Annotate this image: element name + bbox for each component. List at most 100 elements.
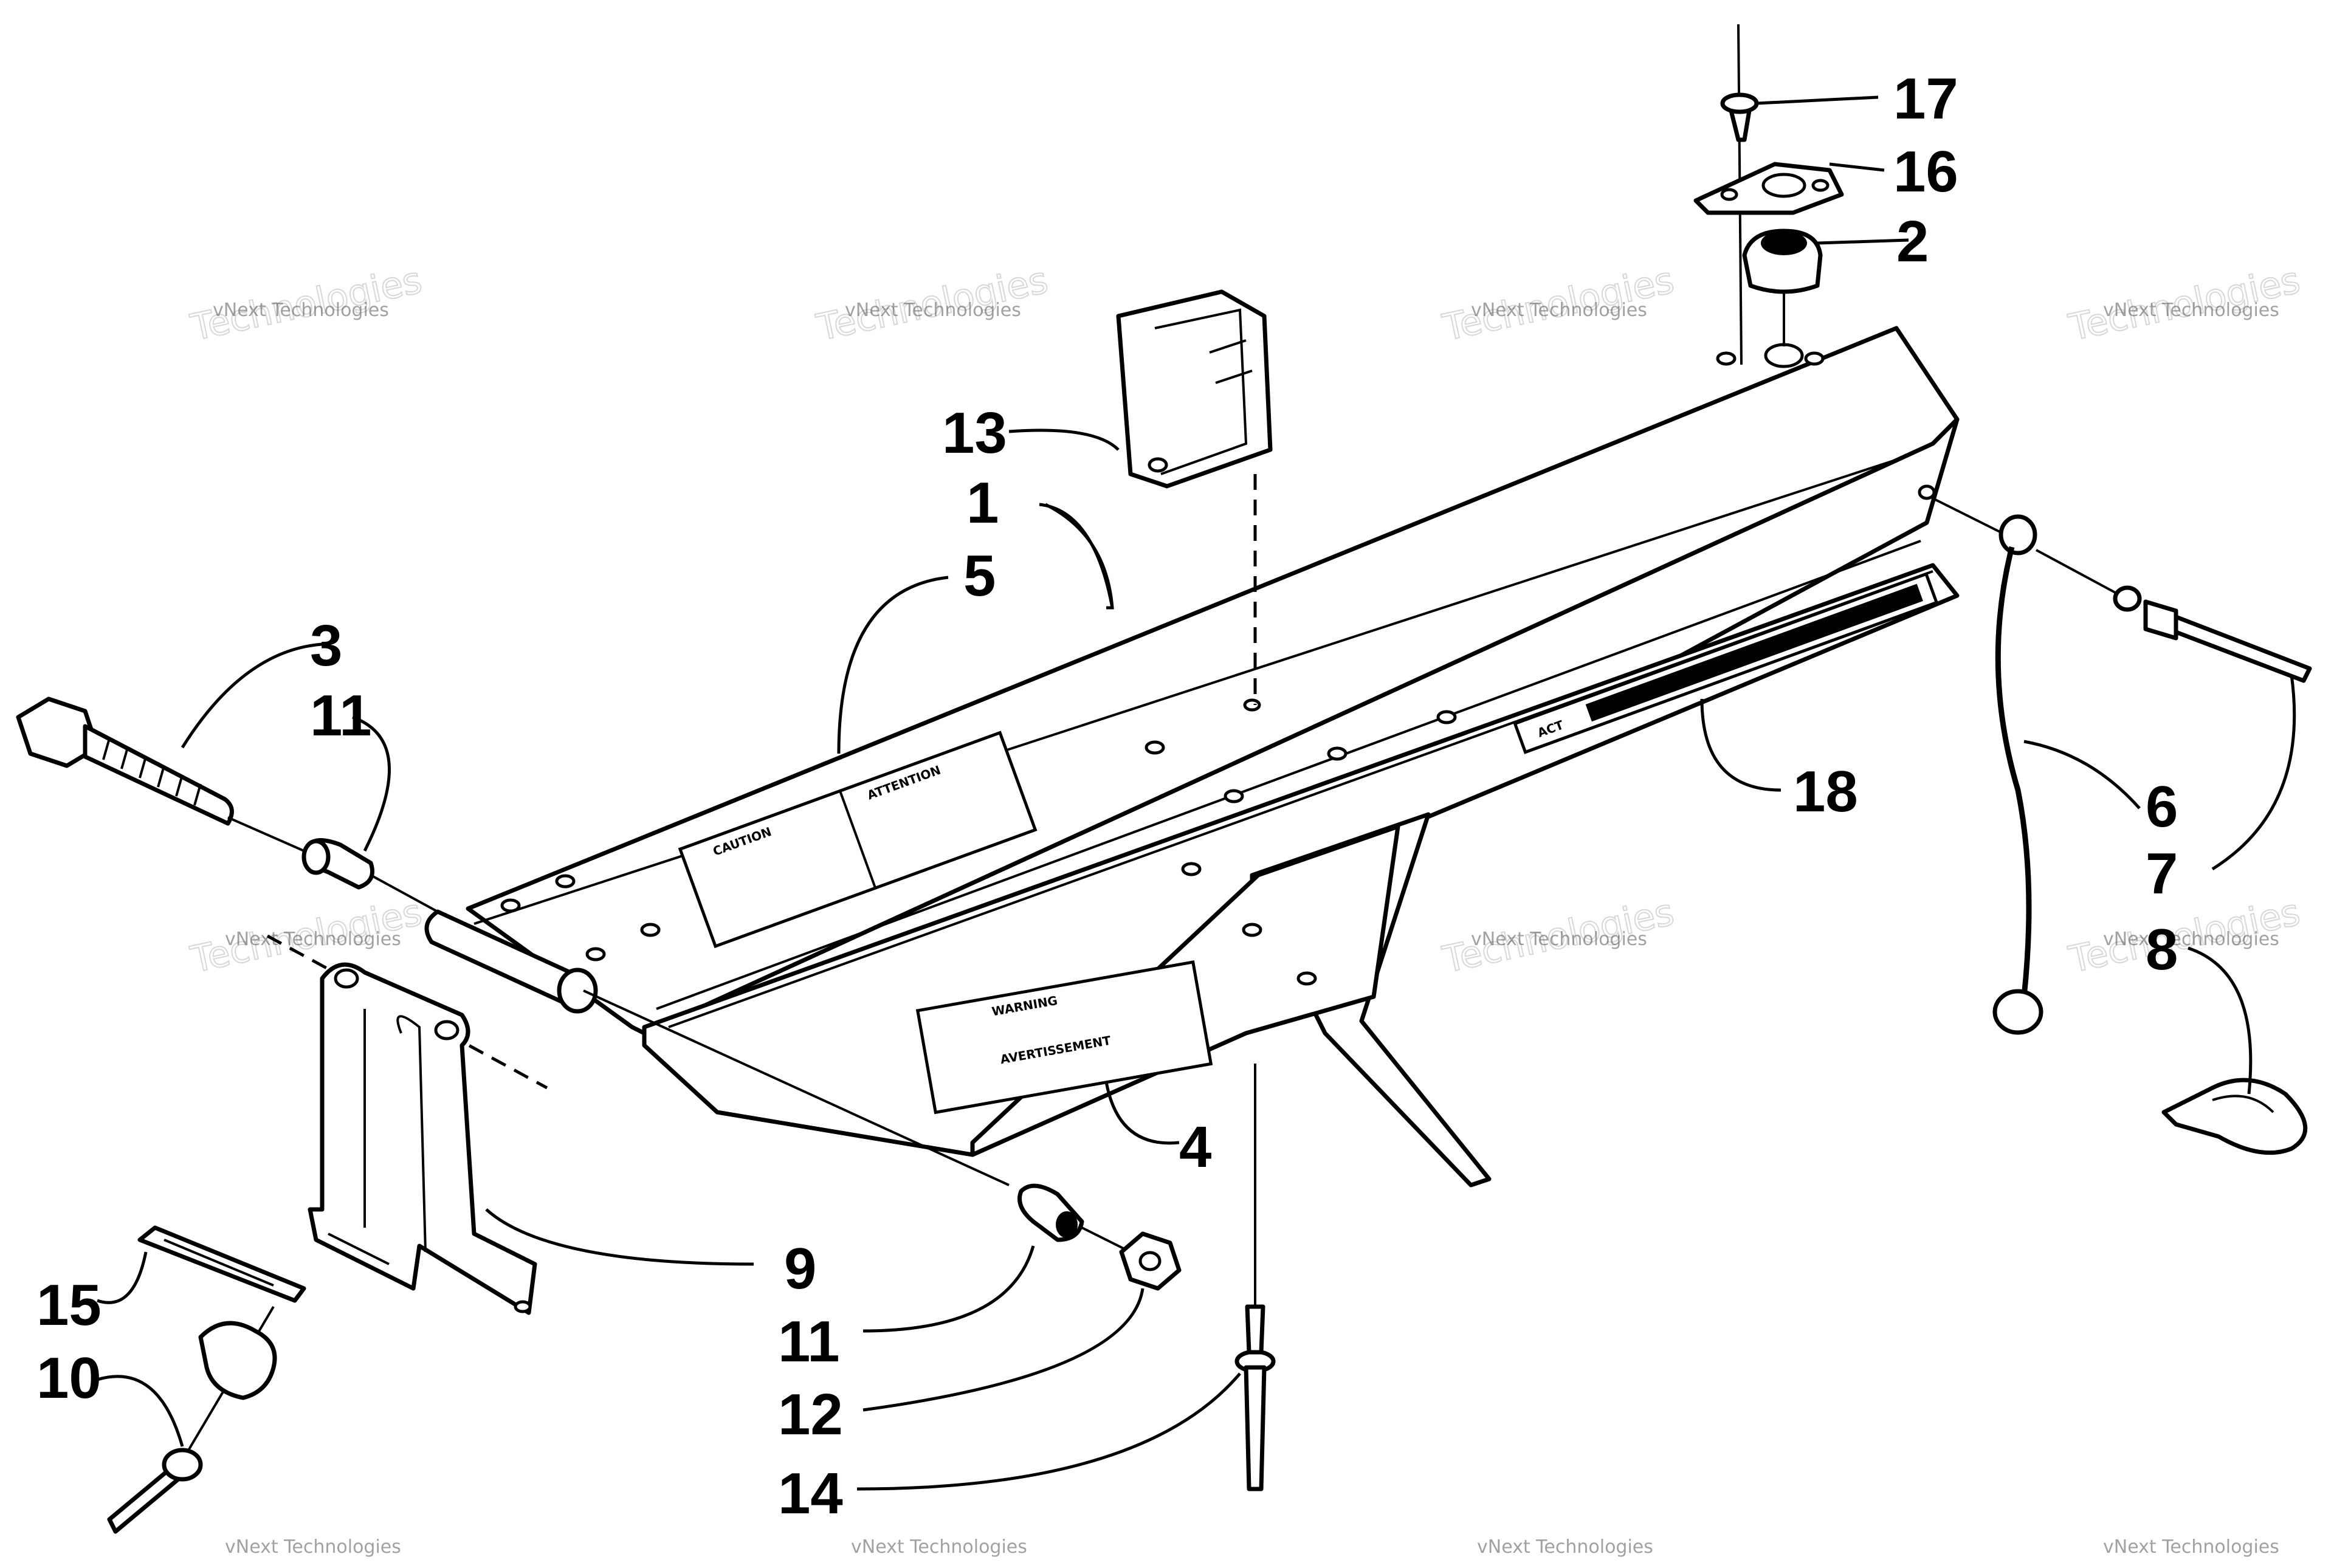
leader-12 [862,1288,1145,1412]
grommet-hole [1764,343,1804,368]
leader-6 [2023,740,2141,810]
clip-body [1116,289,1273,489]
lanyard-eye-bottom [1992,989,2043,1035]
callout-5: 5 [963,543,996,608]
mounting-hole [500,898,521,913]
hitch-body: CAUTION ATTENTION WARNING AVERTISSEMENT … [466,326,1960,1188]
callouts: 1 2 3 4 5 6 7 8 9 10 11 11 12 13 14 15 1… [36,66,2178,1526]
strap-slot [164,1239,274,1287]
strap [137,1225,306,1303]
callout-8: 8 [2146,917,2178,982]
bracket-stitch [328,1233,390,1265]
mounting-hole [1224,789,1244,803]
mounting-hole [1145,740,1165,755]
watermark-small: vNext Technologies [2103,1536,2279,1558]
hitch-edge-line [656,540,1921,1010]
clip-wire-inner [2212,1095,2274,1113]
callout-16: 16 [1893,139,1958,204]
leader-8 [2188,946,2253,1095]
watermark-small: vNext Technologies [213,300,389,321]
bolt-thread [102,738,202,806]
clip-hole [1148,457,1168,473]
leader-11a [352,715,391,852]
leader-5 [837,576,949,754]
lanyard-eye-top [1998,514,2037,555]
leader-15 [97,1251,148,1304]
callout-4: 4 [1179,1115,1211,1180]
flange-hole [1811,179,1830,192]
clip-bracket [1116,289,1273,705]
mounting-hole [640,923,661,937]
sleeve-tube [370,874,1010,1186]
bracket-hole [514,1300,532,1313]
watermark-bot-2: vNext Technologies [851,1536,1027,1558]
leader-10 [97,1375,184,1447]
rivet-tip [1245,1304,1265,1355]
flange-center-hole [1761,173,1806,198]
leader-16 [1829,162,1885,172]
decal-plate [915,960,1213,1115]
leader-4 [1104,1081,1180,1145]
clip-stitch [1209,339,1247,354]
watermark-mid-3: Technologies vNext Technologies [1439,890,1679,982]
mounting-holes [500,343,1936,986]
clip-stitch [1215,370,1253,384]
flange-hole [1720,188,1738,201]
rivet-head [162,1448,203,1482]
callout-14: 14 [778,1461,843,1526]
watermark-mid-1: Technologies vNext Technologies [187,890,427,982]
mounting-hole [1181,862,1202,876]
side-hole [1918,484,1936,500]
leader-13 [1008,428,1120,451]
bracket-hole [434,1020,460,1040]
sleeve-end [557,968,598,1014]
lanyard-cable [1995,546,2032,997]
leader-18 [1700,698,1781,792]
leader-17 [1756,95,1879,105]
leader-1 [1044,503,1114,610]
rivet-head [1720,92,1759,114]
leader-3 [181,642,323,749]
brand-decal: ACT [1513,572,1939,754]
callout-2: 2 [1896,209,1929,274]
watermark-small: vNext Technologies [845,300,1021,321]
nut [1081,1226,1182,1291]
watermark-bot-1: vNext Technologies [225,1536,401,1558]
watermark-top-4: Technologies vNext Technologies [2065,258,2305,350]
callout-17: 17 [1893,66,1958,131]
mounting-hole [1327,746,1348,761]
callout-18: 18 [1793,759,1858,824]
leader-14 [856,1372,1241,1491]
watermark-top-2: Technologies vNext Technologies [813,258,1053,350]
watermark-top-1: Technologies vNext Technologies [187,258,427,350]
mounting-hole [1436,710,1457,724]
clip-inner [1154,308,1248,475]
pin-axis-line [583,989,1010,1186]
pin-axis-line [370,874,438,913]
mounting-hole [1296,971,1317,986]
leader-2 [1817,238,1909,245]
warning-decal: WARNING AVERTISSEMENT [915,960,1213,1115]
rivet-lower-left [107,1448,203,1534]
callout-3: 3 [310,613,342,678]
bolt [16,696,305,852]
callout-7: 7 [2146,841,2178,906]
watermark-small: vNext Technologies [851,1536,1027,1558]
pin-collar [2143,599,2178,641]
rivet-lower-center [1234,1064,1276,1491]
bracket-hole [334,968,359,989]
watermark-small: vNext Technologies [225,929,401,950]
leader-11b [862,1245,1035,1333]
watermark-bot-4: vNext Technologies [2103,1536,2279,1558]
mounting-hole [555,874,576,889]
watermark-small: vNext Technologies [1477,1536,1653,1558]
mounting-hole [1804,351,1825,366]
mounting-hole [1243,698,1261,712]
watermark-small: vNext Technologies [2103,300,2279,321]
pin-axis-line [2036,549,2116,594]
bushing-lower [1017,1183,1084,1242]
stand-bracket [266,934,548,1315]
decal-stripe [1585,583,1923,722]
knob-body [198,1321,277,1400]
lanyard [1932,497,2043,1035]
